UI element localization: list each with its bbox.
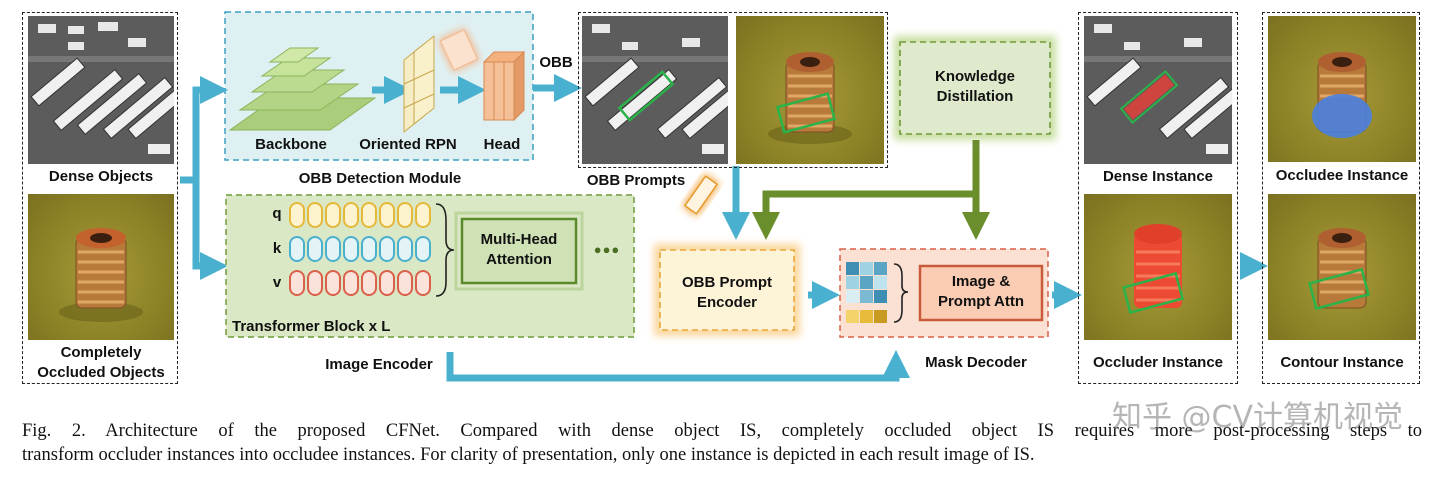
- obb-prompt-encoder-box: [659, 249, 795, 331]
- occluded-objects-label-2: Occluded Objects: [37, 364, 165, 381]
- rpn-feature-map: [403, 34, 435, 134]
- v-tokens: [289, 270, 431, 296]
- backbone-label: Backbone: [255, 136, 327, 153]
- occluded-objects-label-1: Completely: [60, 344, 142, 361]
- ellipsis-icon: ●●●: [593, 242, 621, 257]
- mask-decoder-label: Mask Decoder: [925, 354, 1027, 371]
- q-tokens: [289, 202, 431, 228]
- dense-objects-label: Dense Objects: [48, 168, 154, 185]
- aerial-parking-lot-icon: [28, 16, 174, 164]
- image-prompt-attn-line1: Image &: [951, 273, 1011, 290]
- backbone-pyramid: [228, 47, 377, 131]
- input-images-frame: [22, 12, 178, 384]
- transformer-block-label: Transformer Block x L: [232, 318, 391, 335]
- image-encoder-label: Image Encoder: [325, 356, 433, 373]
- dense-objects-image: [28, 16, 174, 164]
- occludee-instance-label: Occludee Instance: [1275, 167, 1409, 184]
- figure-caption: Fig. 2. Architecture of the proposed CFN…: [22, 419, 1422, 467]
- obb-prompts-frame: [578, 12, 888, 168]
- token-grid: [846, 262, 887, 323]
- k-tokens: [289, 236, 431, 262]
- caption-line-2: transform occluder instances into occlud…: [22, 445, 1035, 465]
- image-prompt-attn-box: [918, 264, 1044, 322]
- obb-prompt-occluded-image: [736, 16, 884, 164]
- occluded-objects-image: [28, 194, 174, 340]
- obb-prompts-label: OBB Prompts: [586, 172, 686, 189]
- occludee-instance-image: [1268, 16, 1416, 162]
- aerial-prompt-icon: [582, 16, 728, 164]
- screw-prompt-icon: [768, 52, 852, 144]
- occludee-instance-icon: [1312, 52, 1372, 138]
- multi-head-attention-box: [460, 217, 578, 285]
- q-label: q: [272, 205, 282, 222]
- image-prompt-attn-line2: Prompt Attn: [937, 293, 1025, 310]
- dense-instance-icon: [1084, 16, 1232, 164]
- output-frame-2: [1262, 12, 1420, 384]
- oriented-rpn-label: Oriented RPN: [359, 136, 457, 153]
- head-block: [482, 50, 526, 122]
- obb-proposal-glyph: [437, 27, 481, 73]
- occluder-instance-image: [1084, 194, 1232, 340]
- screw-object-icon: [59, 228, 143, 322]
- knowledge-distillation-box: [899, 41, 1051, 135]
- decoder-brace: [893, 263, 909, 323]
- obb-detection-module-title: OBB Detection Module: [298, 170, 462, 187]
- caption-line-1: Fig. 2. Architecture of the proposed CFN…: [22, 421, 1422, 441]
- multi-head-attention-line1: Multi-Head: [480, 231, 558, 248]
- qkv-brace: [435, 203, 455, 297]
- v-label: v: [272, 274, 282, 291]
- output-frame-1: [1078, 12, 1238, 384]
- obb-prompt-encoder-line1: OBB Prompt: [682, 274, 772, 291]
- knowledge-distillation-line1: Knowledge: [934, 68, 1015, 85]
- contour-instance-icon: [1308, 228, 1370, 311]
- dense-instance-label: Dense Instance: [1102, 168, 1214, 185]
- k-label: k: [272, 240, 282, 257]
- contour-instance-label: Contour Instance: [1280, 354, 1404, 371]
- multi-head-attention-line2: Attention: [486, 251, 552, 268]
- watermark-text: 知乎 @CV计算机视觉: [1112, 400, 1404, 435]
- obb-prompt-encoder-line2: Encoder: [696, 294, 757, 311]
- occluder-instance-label: Occluder Instance: [1092, 354, 1224, 371]
- architecture-diagram: [180, 11, 1268, 382]
- head-label: Head: [483, 136, 521, 153]
- occluder-instance-icon: [1122, 224, 1184, 315]
- obb-prompt-glyph: [682, 173, 720, 217]
- knowledge-distillation-line2: Distillation: [936, 88, 1014, 105]
- contour-instance-image: [1268, 194, 1416, 340]
- obb-arrow-label: OBB: [539, 54, 573, 71]
- obb-prompt-dense-image: [582, 16, 728, 164]
- dense-instance-image: [1084, 16, 1232, 164]
